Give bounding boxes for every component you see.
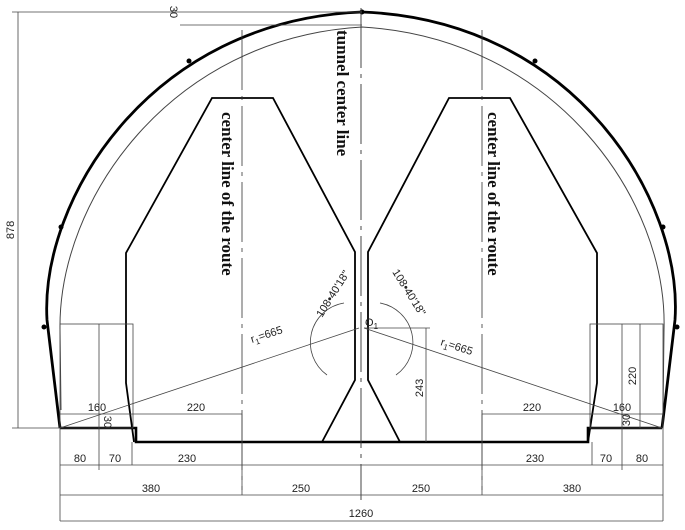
- right-angle-arc: [379, 302, 414, 376]
- dim-right-80: 80: [636, 453, 648, 465]
- left-angle-label: 108•40'18": [314, 268, 352, 319]
- dim-left-30: 30: [101, 416, 113, 428]
- dim-total-width: 1260: [349, 508, 373, 520]
- dim-right-70: 70: [600, 453, 612, 465]
- center-point-label: O1: [365, 317, 379, 331]
- left-route-center-line-label: center line of the route: [218, 112, 237, 276]
- inner-lining-arch: [59, 26, 665, 411]
- dim-left-80: 80: [74, 453, 86, 465]
- dim-left-220: 220: [187, 402, 205, 414]
- dim-height-total: 878: [5, 221, 17, 239]
- left-clearance-envelope: [125, 97, 356, 443]
- arch-points: [41, 9, 680, 330]
- right-clearance-envelope: [367, 97, 598, 443]
- dim-right-220: 220: [523, 402, 541, 414]
- dim-right-230: 230: [526, 453, 544, 465]
- left-angle-arc: [309, 302, 345, 376]
- dim-left-160: 160: [88, 402, 106, 414]
- right-angle-label: 108•40'18": [389, 267, 427, 318]
- dim-left-380: 380: [142, 483, 160, 495]
- dim-left-230: 230: [178, 453, 196, 465]
- dim-mid-250-left: 250: [292, 483, 310, 495]
- dim-right-160: 160: [613, 402, 631, 414]
- dim-right-220-vertical: 220: [627, 367, 639, 385]
- left-radius-line: [59, 327, 360, 429]
- dim-right-380: 380: [563, 483, 581, 495]
- dim-right-30: 30: [621, 414, 633, 426]
- left-side-box: [59, 323, 134, 429]
- dim-left-70: 70: [109, 453, 121, 465]
- right-radius-label: r1=665: [438, 336, 474, 359]
- right-route-center-line-label: center line of the route: [484, 112, 503, 276]
- right-side-box: [589, 323, 664, 429]
- dim-mid-250-right: 250: [412, 483, 430, 495]
- tunnel-center-line-label: tunnel center line: [333, 30, 352, 157]
- dim-top-thickness: 30: [167, 6, 179, 18]
- right-radius-line: [363, 327, 663, 429]
- left-radius-label: r1=665: [249, 324, 285, 347]
- dim-center-rise: 243: [414, 379, 426, 397]
